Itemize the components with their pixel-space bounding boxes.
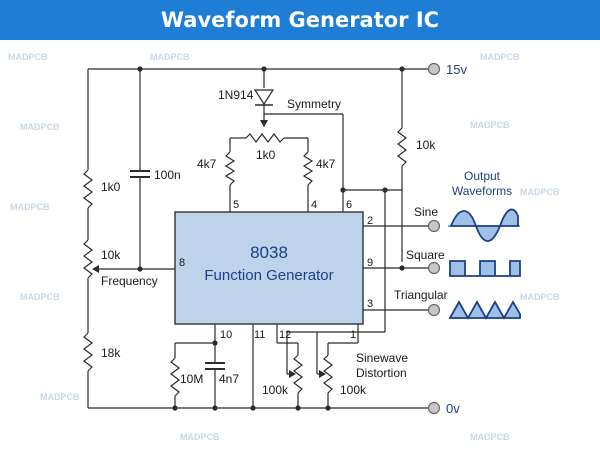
diagram-title: Waveform Generator IC xyxy=(160,8,440,32)
wiper-arrow xyxy=(289,370,296,378)
watermark: MADPCB xyxy=(10,202,50,212)
diode-label: 1N914 xyxy=(218,88,254,102)
c100n-value: 100n xyxy=(154,168,181,182)
frequency-label: Frequency xyxy=(101,274,158,288)
r4k7-b-value: 4k7 xyxy=(316,157,336,171)
distortion-label: Distortion xyxy=(356,366,407,380)
watermark: MADPCB xyxy=(470,120,510,130)
junction-dot xyxy=(250,405,256,411)
pin-2-label: 2 xyxy=(367,215,373,227)
pot-sym-value: 1k0 xyxy=(256,148,276,162)
pin-4-label: 4 xyxy=(311,199,317,211)
diode-1n914 xyxy=(253,89,275,106)
watermark: MADPCB xyxy=(8,52,48,62)
wiper-arrow xyxy=(319,370,326,378)
r10k-right-value: 10k xyxy=(416,138,436,152)
junction-dot xyxy=(399,265,405,271)
junction-dot xyxy=(137,266,143,272)
watermark-layer: MADPCB MADPCB MADPCB MADPCB MADPCB MADPC… xyxy=(8,52,560,442)
r18k-value: 18k xyxy=(101,346,121,360)
pot100k-a-value: 100k xyxy=(262,383,289,397)
pot-1k0-symmetry xyxy=(245,133,285,143)
watermark: MADPCB xyxy=(20,122,60,132)
pin-10-label: 10 xyxy=(220,329,232,341)
watermark: MADPCB xyxy=(20,292,60,302)
watermark: MADPCB xyxy=(150,52,190,62)
sine-output-terminal xyxy=(427,219,441,233)
resistor-18k xyxy=(83,332,93,372)
junction-dot xyxy=(137,66,143,72)
pot-100k-a xyxy=(293,354,303,394)
r10m-value: 10M xyxy=(180,372,203,386)
pin-6-label: 6 xyxy=(346,199,352,211)
ground-label: 0v xyxy=(446,401,460,416)
pot-10k-frequency xyxy=(83,239,93,279)
ic-part-number: 8038 xyxy=(250,243,288,262)
square-output-terminal xyxy=(427,261,441,275)
pot100k-b-value: 100k xyxy=(340,383,367,397)
square-label: Square xyxy=(406,248,445,262)
resistor-1k0-left xyxy=(83,169,93,209)
junction-dot xyxy=(325,405,331,411)
junction-dot xyxy=(340,187,346,193)
symmetry-wiper-arrow xyxy=(260,120,268,127)
pin-1-label: 1 xyxy=(350,329,356,341)
wiper-arrow xyxy=(92,265,99,273)
pin-11-label: 11 xyxy=(254,329,265,341)
watermark: MADPCB xyxy=(470,432,510,442)
output-heading-line2: Waveforms xyxy=(452,184,512,198)
resistor-4k7-b xyxy=(302,151,314,186)
ic-8038-body xyxy=(174,211,364,325)
vplus-terminal xyxy=(427,62,441,76)
pot-freq-value: 10k xyxy=(101,248,121,262)
watermark: MADPCB xyxy=(520,187,560,197)
c4n7-value: 4n7 xyxy=(219,372,239,386)
pin-3-label: 3 xyxy=(367,298,373,310)
watermark: MADPCB xyxy=(40,392,80,402)
triangular-output-terminal xyxy=(427,303,441,317)
resistor-10m xyxy=(170,357,180,397)
watermark: MADPCB xyxy=(180,432,220,442)
junction-dot xyxy=(261,66,267,72)
watermark: MADPCB xyxy=(480,52,520,62)
output-heading-line1: Output xyxy=(464,169,501,183)
ground-terminal xyxy=(427,401,441,415)
junction-dot xyxy=(212,405,218,411)
symmetry-label: Symmetry xyxy=(287,97,341,111)
triangular-wave-icon xyxy=(448,300,521,320)
ic-function: Function Generator xyxy=(204,267,333,284)
junction-dot xyxy=(212,340,218,346)
junction-dot xyxy=(295,405,301,411)
sine-wave-icon xyxy=(449,208,519,242)
square-wave-icon xyxy=(449,260,521,277)
watermark: MADPCB xyxy=(520,292,560,302)
sinewave-label: Sinewave xyxy=(356,351,408,365)
pin-8-label: 8 xyxy=(179,257,185,269)
junction-dot xyxy=(382,187,388,193)
junction-dot xyxy=(172,405,178,411)
pin-12-label: 12 xyxy=(279,329,291,341)
pot-100k-b xyxy=(323,354,333,394)
pin-9-label: 9 xyxy=(367,257,373,269)
r1k0-left-value: 1k0 xyxy=(101,180,121,194)
resistor-10k-right xyxy=(397,127,407,167)
resistor-4k7-a xyxy=(224,151,236,186)
junction-dot xyxy=(399,66,405,72)
pin-5-label: 5 xyxy=(233,199,239,211)
sine-label: Sine xyxy=(414,205,438,219)
r4k7-a-value: 4k7 xyxy=(197,157,217,171)
triangular-label: Triangular xyxy=(394,288,448,302)
title-bar: Waveform Generator IC xyxy=(0,0,600,40)
vplus-label: 15v xyxy=(446,62,467,77)
